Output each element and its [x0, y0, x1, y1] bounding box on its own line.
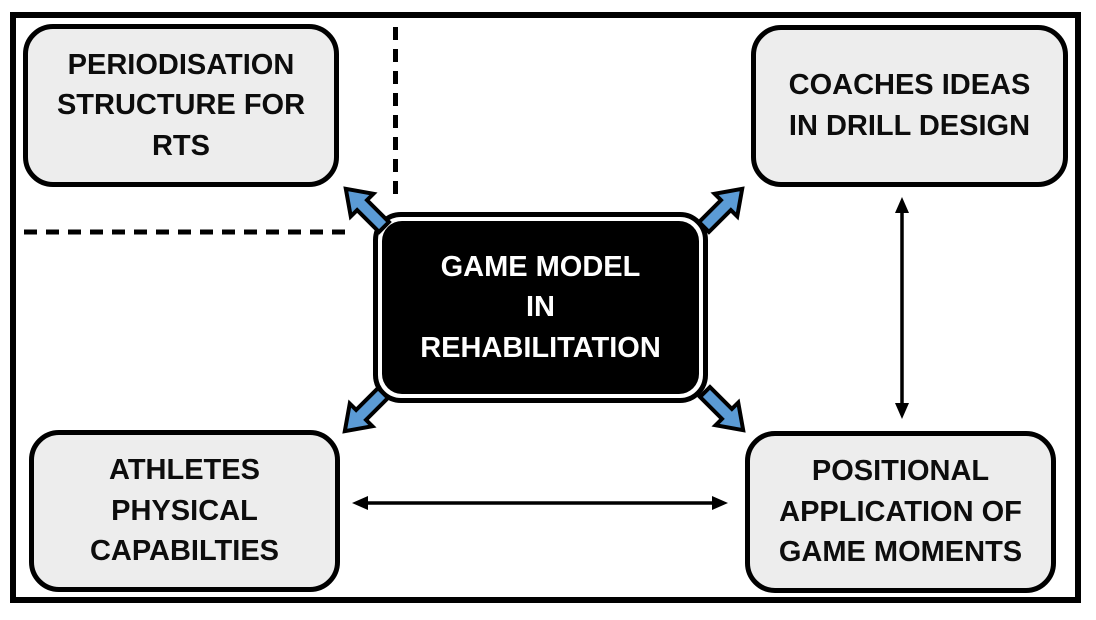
node-positional-application: POSITIONAL APPLICATION OF GAME MOMENTS: [745, 431, 1056, 593]
center-node-label: GAME MODEL IN REHABILITATION: [420, 250, 661, 364]
node-label: POSITIONAL APPLICATION OF GAME MOMENTS: [778, 455, 1023, 569]
node-label: PERIODISATION STRUCTURE FOR RTS: [56, 48, 306, 162]
node-label: ATHLETES PHYSICAL CAPABILTIES: [89, 454, 280, 568]
node-periodisation-structure: PERIODISATION STRUCTURE FOR RTS: [23, 24, 339, 187]
node-coaches-ideas: COACHES IDEAS IN DRILL DESIGN: [751, 25, 1068, 187]
node-label: COACHES IDEAS IN DRILL DESIGN: [788, 69, 1031, 142]
center-node-inner: GAME MODEL IN REHABILITATION: [382, 221, 699, 394]
node-athletes-capabilities: ATHLETES PHYSICAL CAPABILTIES: [29, 430, 340, 592]
outer-frame: [10, 12, 1081, 603]
center-node-game-model: GAME MODEL IN REHABILITATION: [373, 212, 708, 403]
